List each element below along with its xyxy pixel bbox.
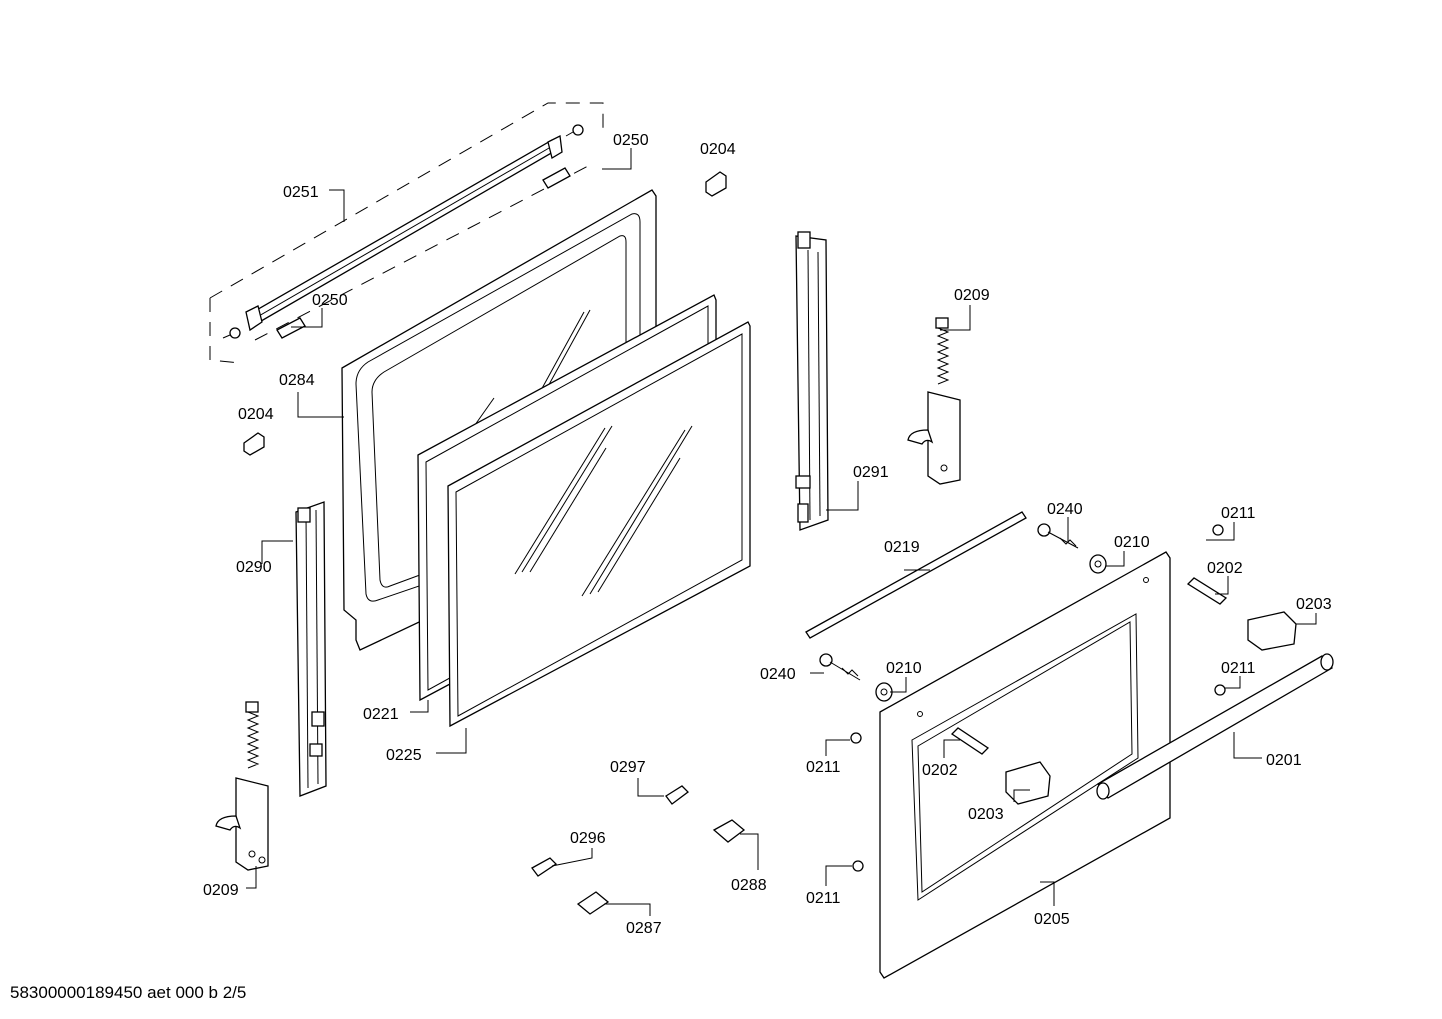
callout-0251: 0251 xyxy=(283,184,319,201)
trim-strip-assembly xyxy=(209,102,604,364)
callout-0211: 0211 xyxy=(806,890,841,907)
callout-0221: 0221 xyxy=(363,706,399,723)
clip-icon xyxy=(531,785,746,915)
callout-0202: 0202 xyxy=(1207,560,1243,577)
callout-0297: 0297 xyxy=(610,759,646,776)
callout-0284: 0284 xyxy=(279,372,315,389)
glass-panel-front xyxy=(447,321,751,728)
callout-0203: 0203 xyxy=(968,806,1004,823)
hinge-rail-right xyxy=(795,231,829,531)
callout-0205: 0205 xyxy=(1034,911,1070,928)
callout-0210: 0210 xyxy=(886,660,922,677)
callout-0203: 0203 xyxy=(1296,596,1332,613)
callout-0250: 0250 xyxy=(312,292,348,309)
callout-0204: 0204 xyxy=(700,141,736,158)
callout-0225: 0225 xyxy=(386,747,422,764)
callout-0209: 0209 xyxy=(203,882,239,899)
callout-0204: 0204 xyxy=(238,406,274,423)
callout-0211: 0211 xyxy=(1221,660,1256,677)
callout-0296: 0296 xyxy=(570,830,606,847)
leader-lines xyxy=(246,148,1317,916)
callout-0288: 0288 xyxy=(731,877,767,894)
callout-0290: 0290 xyxy=(236,559,272,576)
callout-0211: 0211 xyxy=(1221,505,1256,522)
document-id-footer: 58300000189450 aet 000 b 2/5 xyxy=(10,983,246,1002)
hinge-spring-left xyxy=(215,701,269,871)
door-gasket-strip xyxy=(805,511,1027,639)
screw-icon xyxy=(222,124,584,339)
washer-icon xyxy=(875,554,1107,702)
bolt-icon xyxy=(819,523,1079,681)
callout-labels: 0250 0204 0251 0250 0284 0204 0209 0291 … xyxy=(203,132,1332,937)
callout-0291: 0291 xyxy=(853,464,889,481)
callout-0219: 0219 xyxy=(884,539,920,556)
door-handle xyxy=(1096,653,1334,800)
callout-0240: 0240 xyxy=(760,666,796,683)
callout-0201: 0201 xyxy=(1266,752,1302,769)
callout-0202: 0202 xyxy=(922,762,958,779)
callout-0211: 0211 xyxy=(806,759,841,776)
callout-0210: 0210 xyxy=(1114,534,1150,551)
callout-0250: 0250 xyxy=(613,132,649,149)
callout-0287: 0287 xyxy=(626,920,662,937)
spacer-icon xyxy=(276,167,571,339)
nut-icon xyxy=(850,524,1226,872)
outer-door-panel xyxy=(879,551,1171,979)
hinge-spring-right xyxy=(907,317,961,485)
hinge-clip-icon xyxy=(243,171,727,456)
handle-bracket-icon xyxy=(1005,611,1297,805)
handle-pin-icon xyxy=(950,577,1228,755)
callout-0240: 0240 xyxy=(1047,501,1083,518)
callout-0209: 0209 xyxy=(954,287,990,304)
hinge-rail-left xyxy=(295,501,327,797)
